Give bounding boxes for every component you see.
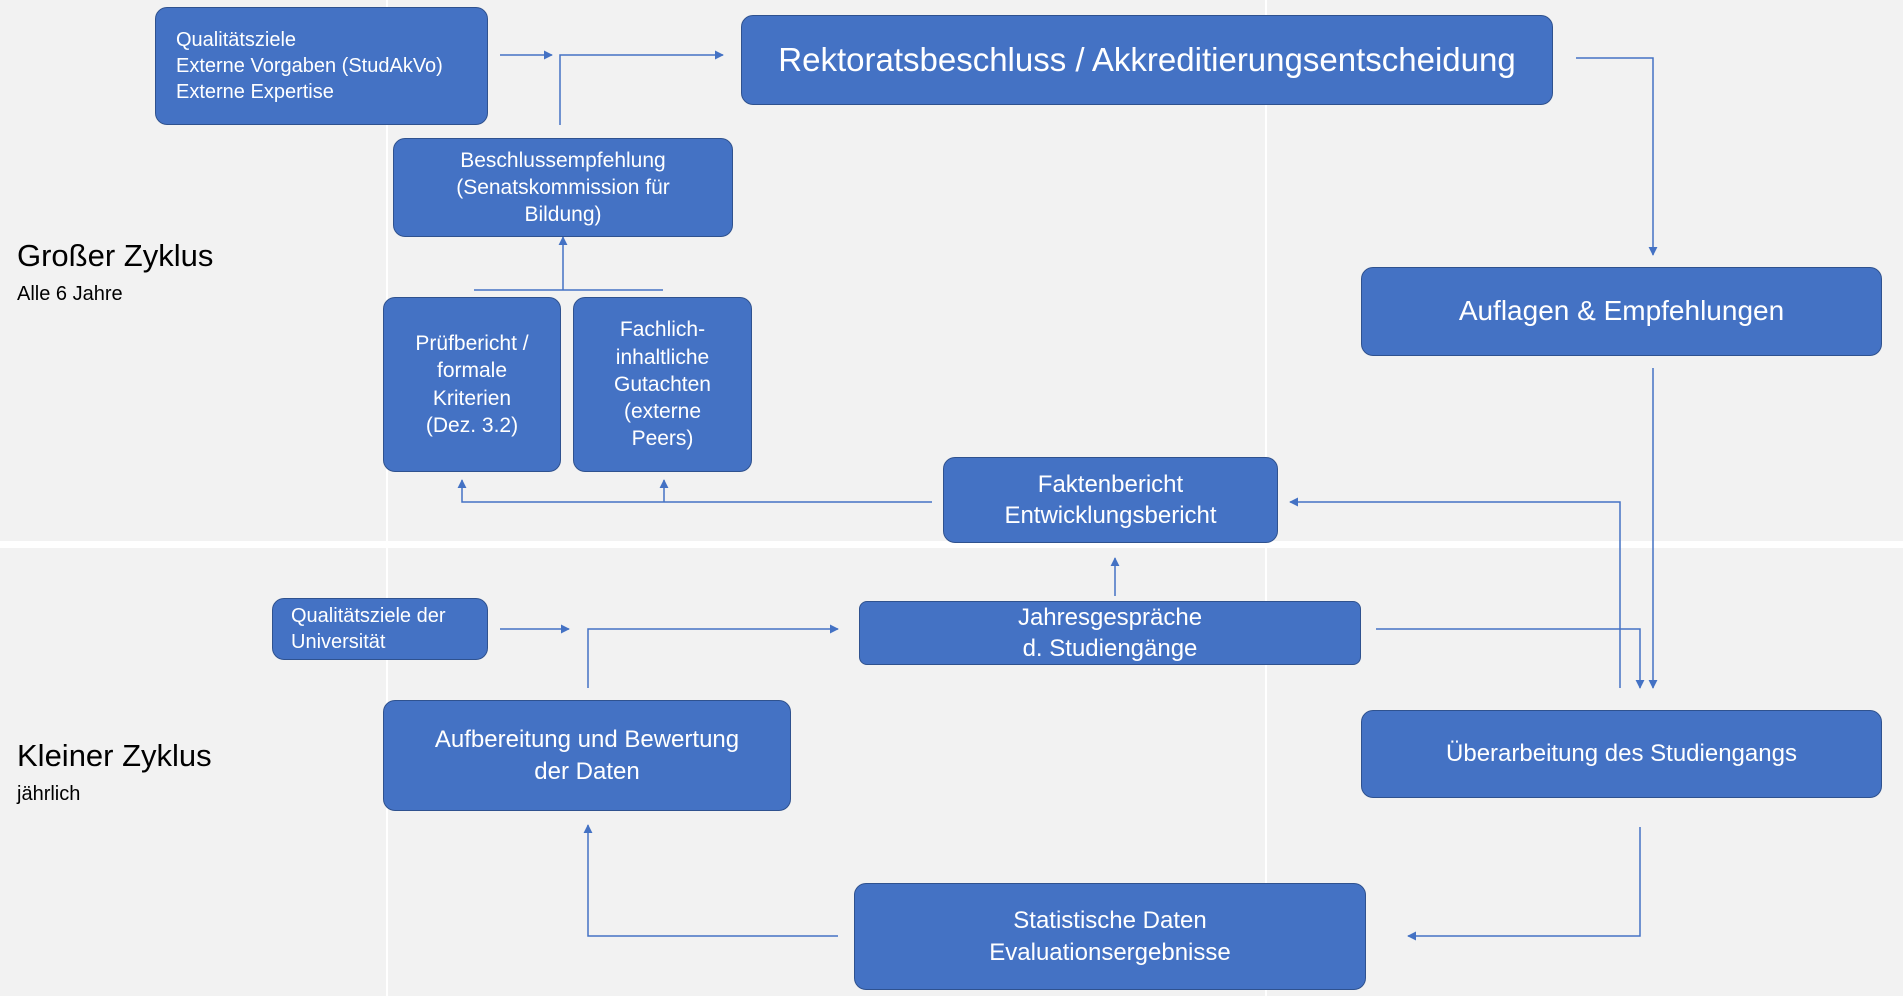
revision-box: Überarbeitung des Studiengangs bbox=[1361, 710, 1882, 798]
quality-goals-line-1: Qualitätsziele bbox=[176, 29, 297, 51]
annual-talks-box: Jahresgespräche d. Studiengänge bbox=[859, 601, 1361, 665]
audit-report-box: Prüfbericht / formale Kriterien (Dez. 3.… bbox=[383, 297, 561, 472]
arrow-annual-talks-to-revision bbox=[1376, 628, 1645, 689]
fact-report-box: Faktenbericht Entwicklungsbericht bbox=[943, 457, 1278, 543]
expert-reviews-line-2: inhaltliche bbox=[615, 345, 710, 369]
recommendation-line-2: (Senatskommission für bbox=[456, 175, 670, 199]
recommendation-box: Beschlussempfehlung (Senatskommission fü… bbox=[393, 138, 733, 237]
large-cycle-title: Großer Zyklus bbox=[17, 238, 214, 273]
statistics-line-1: Statistische Daten bbox=[1013, 907, 1207, 935]
audit-report-line-2: formale bbox=[436, 359, 508, 383]
uni-quality-goals-line-1: Qualitätsziele der bbox=[291, 605, 446, 627]
audit-report-line-1: Prüfbericht / bbox=[415, 331, 529, 355]
fact-report-line-1: Faktenbericht bbox=[1037, 470, 1184, 498]
data-processing-box: Aufbereitung und Bewertung der Daten bbox=[383, 700, 791, 811]
expert-reviews-line-3: Gutachten bbox=[614, 372, 711, 396]
data-processing-line-1: Aufbereitung und Bewertung bbox=[434, 726, 740, 754]
audit-report-line-4: (Dez. 3.2) bbox=[425, 413, 519, 437]
rectorate-decision-label: Rektoratsbeschluss / Akkreditierungsents… bbox=[778, 40, 1516, 78]
expert-reviews-box: Fachlich- inhaltliche Gutachten (externe… bbox=[573, 297, 752, 472]
column-divider-left bbox=[386, 0, 388, 996]
statistics-box: Statistische Daten Evaluationsergebnisse bbox=[854, 883, 1366, 990]
audit-report-line-3: Kriterien bbox=[432, 386, 512, 410]
arrow-revision-to-statistics bbox=[1407, 827, 1641, 941]
revision-label: Überarbeitung des Studiengangs bbox=[1446, 740, 1797, 768]
data-processing-line-2: der Daten bbox=[534, 757, 640, 785]
arrow-reports-to-recommendation bbox=[474, 237, 663, 291]
arrow-data-processing-to-annual-talks bbox=[587, 624, 839, 688]
uni-quality-goals-line-2: Universität bbox=[291, 631, 386, 653]
statistics-line-2: Evaluationsergebnisse bbox=[989, 938, 1231, 966]
annual-talks-line-2: d. Studiengänge bbox=[1022, 635, 1198, 662]
quality-goals-line-2: Externe Vorgaben (StudAkVo) bbox=[176, 55, 443, 77]
conditions-box: Auflagen & Empfehlungen bbox=[1361, 267, 1882, 356]
large-cycle-subtitle: Alle 6 Jahre bbox=[17, 283, 123, 305]
conditions-label: Auflagen & Empfehlungen bbox=[1458, 295, 1785, 327]
expert-reviews-line-1: Fachlich- bbox=[619, 318, 706, 342]
small-cycle-subtitle: jährlich bbox=[17, 783, 81, 805]
recommendation-line-1: Beschlussempfehlung bbox=[460, 148, 666, 172]
arrow-fact-report-to-audit-report bbox=[457, 479, 932, 503]
uni-quality-goals-box: Qualitätsziele der Universität bbox=[272, 598, 488, 660]
arrow-revision-to-fact-report bbox=[1289, 497, 1621, 688]
expert-reviews-line-4: (externe bbox=[623, 400, 702, 424]
fact-report-line-2: Entwicklungsbericht bbox=[1004, 502, 1217, 529]
arrow-recommendation-to-rectorate bbox=[559, 50, 724, 125]
arrow-rectorate-to-conditions bbox=[1576, 57, 1658, 256]
annual-talks-line-1: Jahresgespräche bbox=[1017, 603, 1203, 631]
arrow-statistics-to-data-processing bbox=[583, 824, 838, 937]
recommendation-line-3: Bildung) bbox=[524, 203, 602, 227]
small-cycle-title: Kleiner Zyklus bbox=[17, 738, 212, 773]
quality-goals-line-3: Externe Expertise bbox=[176, 81, 334, 103]
rectorate-decision-box: Rektoratsbeschluss / Akkreditierungsents… bbox=[741, 15, 1553, 105]
expert-reviews-line-5: Peers) bbox=[631, 427, 694, 451]
quality-goals-box: Qualitätsziele Externe Vorgaben (StudAkV… bbox=[155, 7, 488, 125]
